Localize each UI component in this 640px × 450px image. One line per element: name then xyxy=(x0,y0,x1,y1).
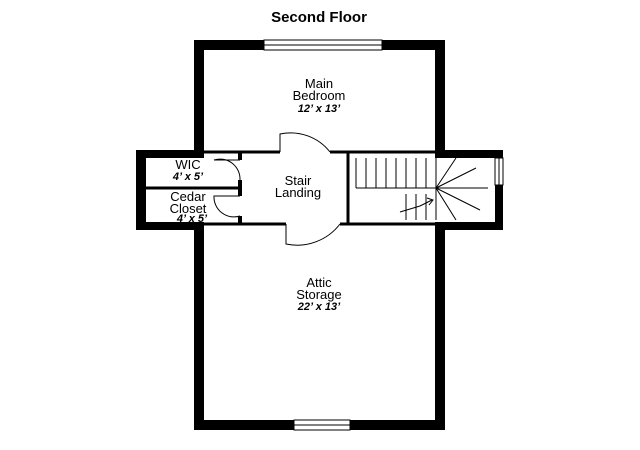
room-size-main-bedroom: 12’ x 13’ xyxy=(298,103,341,115)
label-cedar-closet: Cedar Closet 4’ x 5’ xyxy=(170,189,208,225)
windows xyxy=(263,39,504,431)
room-name-stair-landing-1: Stair xyxy=(285,173,312,188)
room-name-main-bedroom-1: Main xyxy=(305,76,333,91)
room-name-cedar-closet-1: Cedar xyxy=(170,189,206,204)
door-wic xyxy=(213,158,241,181)
room-name-stair-landing-2: Landing xyxy=(275,185,321,200)
label-stair-landing: Stair Landing xyxy=(275,173,321,200)
room-size-attic-storage: 22’ x 13’ xyxy=(297,301,341,313)
exterior-walls xyxy=(136,40,503,430)
room-name-attic-storage-2: Storage xyxy=(296,287,342,302)
room-name-main-bedroom-2: Bedroom xyxy=(293,88,346,103)
room-size-cedar-closet: 4’ x 5’ xyxy=(176,213,208,225)
staircase xyxy=(355,157,488,221)
room-size-wic: 4’ x 5’ xyxy=(172,171,204,183)
room-name-wic: WIC xyxy=(175,157,200,172)
room-name-cedar-closet-2: Closet xyxy=(170,201,207,216)
door-bedroom xyxy=(279,132,331,153)
label-attic-storage: Attic Storage 22’ x 13’ xyxy=(296,275,342,313)
room-name-attic-storage-1: Attic xyxy=(306,275,332,290)
label-main-bedroom: Main Bedroom 12’ x 13’ xyxy=(293,76,346,115)
label-wic: WIC 4’ x 5’ xyxy=(172,157,204,183)
interior-walls xyxy=(146,150,435,226)
door-attic xyxy=(285,223,341,246)
door-cedar-closet xyxy=(213,195,241,218)
plan-title: Second Floor xyxy=(271,9,367,26)
doors xyxy=(213,132,341,246)
